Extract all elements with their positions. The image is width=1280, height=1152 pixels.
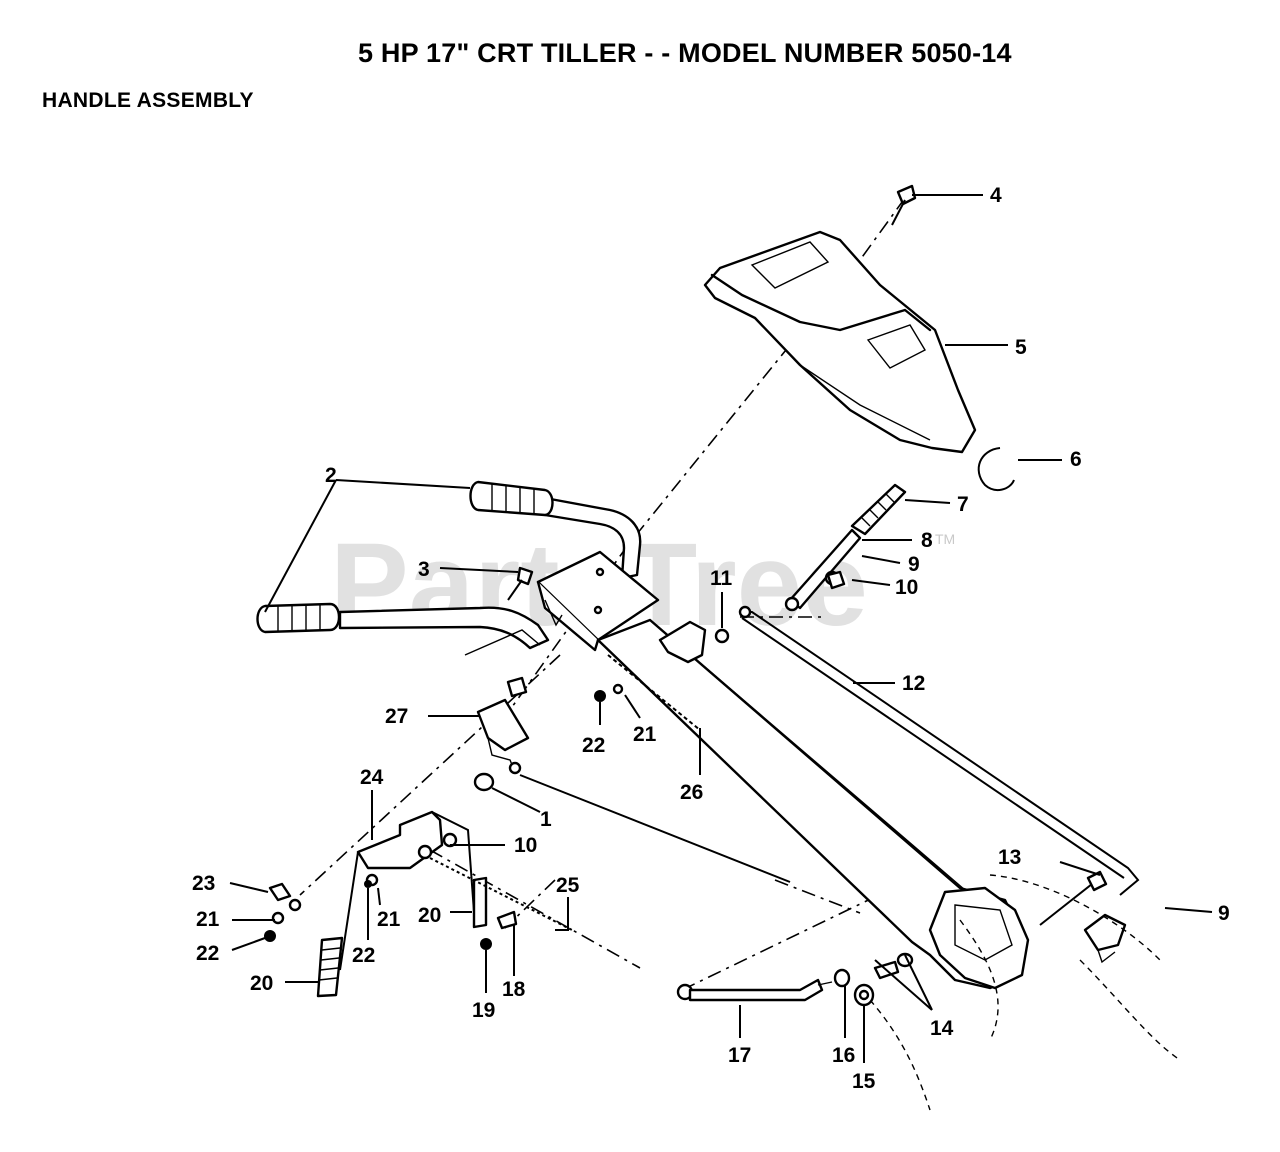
callout-22-upper: 22 <box>582 734 605 757</box>
handle-mount-bracket <box>536 550 660 652</box>
callout-25: 25 <box>556 874 580 897</box>
callout-22-left: 22 <box>196 942 219 965</box>
callout-21-mid: 21 <box>377 908 401 931</box>
nut-washer-21-22 <box>594 683 624 702</box>
callout-10-lower: 10 <box>514 834 537 857</box>
callout-labels: 4 5 6 7 8 9 10 11 12 13 9 14 16 15 17 18… <box>192 184 1230 1093</box>
callout-5: 5 <box>1015 336 1027 359</box>
callout-6: 6 <box>1070 448 1082 471</box>
callout-4: 4 <box>990 184 1002 207</box>
callout-24: 24 <box>360 766 384 789</box>
bolt-3 <box>507 566 534 601</box>
lever-bolt-10 <box>826 570 846 590</box>
nut-11 <box>714 628 730 644</box>
diagram-title: 5 HP 17" CRT TILLER - - MODEL NUMBER 505… <box>358 38 1012 68</box>
callout-10-upper: 10 <box>895 576 918 599</box>
callout-17: 17 <box>728 1044 751 1067</box>
knob-15 <box>853 983 875 1007</box>
spring-20-lower <box>316 936 344 998</box>
depth-bar <box>676 978 833 1002</box>
callout-12: 12 <box>902 672 925 695</box>
control-panel-shroud <box>703 230 977 454</box>
callout-21-upper: 21 <box>633 723 657 746</box>
callout-11: 11 <box>710 567 733 590</box>
tube-bracket <box>658 620 707 664</box>
tine-shield-outline <box>869 874 1181 1111</box>
callout-14: 14 <box>930 1017 954 1040</box>
cable-bracket-27 <box>476 676 530 775</box>
handle-tube <box>596 618 1030 990</box>
callout-3: 3 <box>418 558 430 581</box>
callout-19: 19 <box>472 999 495 1022</box>
shift-rod <box>738 605 1140 896</box>
spring-20-upper <box>472 876 488 929</box>
callout-20-upper: 20 <box>418 904 441 927</box>
bolt-13 <box>1039 870 1108 926</box>
callout-9-upper: 9 <box>908 553 920 576</box>
callout-21-left: 21 <box>196 908 220 931</box>
callout-2: 2 <box>325 464 337 487</box>
hand-grip-lower <box>256 602 341 634</box>
callout-22-mid: 22 <box>352 944 375 967</box>
callout-9-lower: 9 <box>1218 902 1230 925</box>
callout-26: 26 <box>680 781 703 804</box>
screw-4 <box>891 184 917 226</box>
cable-clip-1 <box>473 772 495 792</box>
watermark-tm: TM <box>935 531 955 547</box>
leader-lines <box>229 194 1213 1063</box>
pivot-hardware-left <box>264 873 379 942</box>
hardware-18-19 <box>480 910 518 950</box>
clutch-cable <box>519 654 791 883</box>
assembly-subtitle: HANDLE ASSEMBLY <box>42 89 254 112</box>
callout-16: 16 <box>832 1044 855 1067</box>
callout-13: 13 <box>998 846 1021 869</box>
callout-7: 7 <box>957 493 969 516</box>
hand-grip-upper <box>469 480 554 517</box>
callout-8: 8 <box>921 529 933 552</box>
clutch-bail <box>339 810 475 971</box>
callout-23: 23 <box>192 872 215 895</box>
callout-27: 27 <box>385 705 408 728</box>
clutch-rod-25 <box>429 857 573 931</box>
washer-16 <box>833 968 851 988</box>
retaining-ring-6 <box>977 447 1015 492</box>
shift-linkage-bracket <box>1083 913 1127 964</box>
callout-18: 18 <box>502 978 526 1001</box>
callout-1: 1 <box>540 808 552 831</box>
callout-15: 15 <box>852 1070 876 1093</box>
callout-20-lower: 20 <box>250 972 273 995</box>
